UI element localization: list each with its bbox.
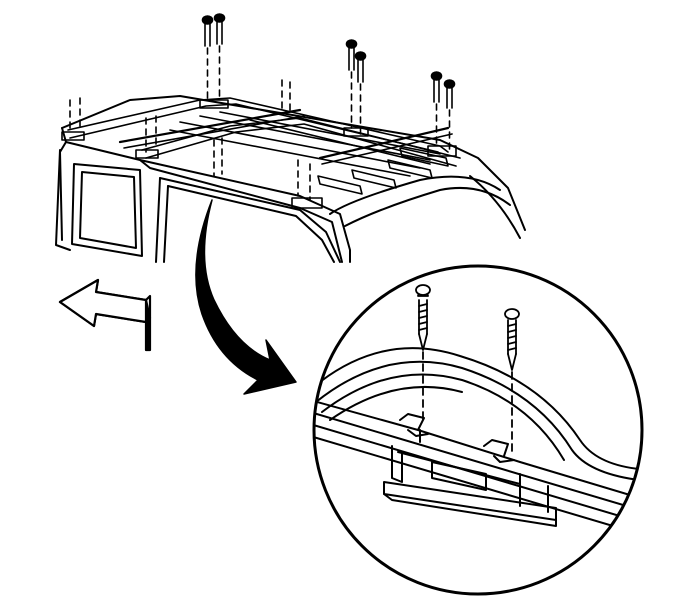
fastener-middle-2 (354, 51, 367, 135)
fastener-front-left-2 (213, 13, 226, 97)
luggage-rack (61, 97, 461, 209)
fastener-rear-2 (443, 79, 456, 153)
detail-fastener-left (415, 284, 431, 425)
fastener-middle (345, 39, 358, 129)
front-direction-arrow (58, 278, 152, 352)
vehicle-roof (55, 95, 526, 263)
fasteners (69, 13, 456, 201)
fastener-rear (430, 71, 443, 149)
fastener-front-left (201, 15, 214, 99)
detail-fastener-right (504, 308, 520, 453)
callout-arrow (195, 199, 297, 395)
detail-circle (312, 264, 644, 596)
detail-view (312, 264, 644, 596)
